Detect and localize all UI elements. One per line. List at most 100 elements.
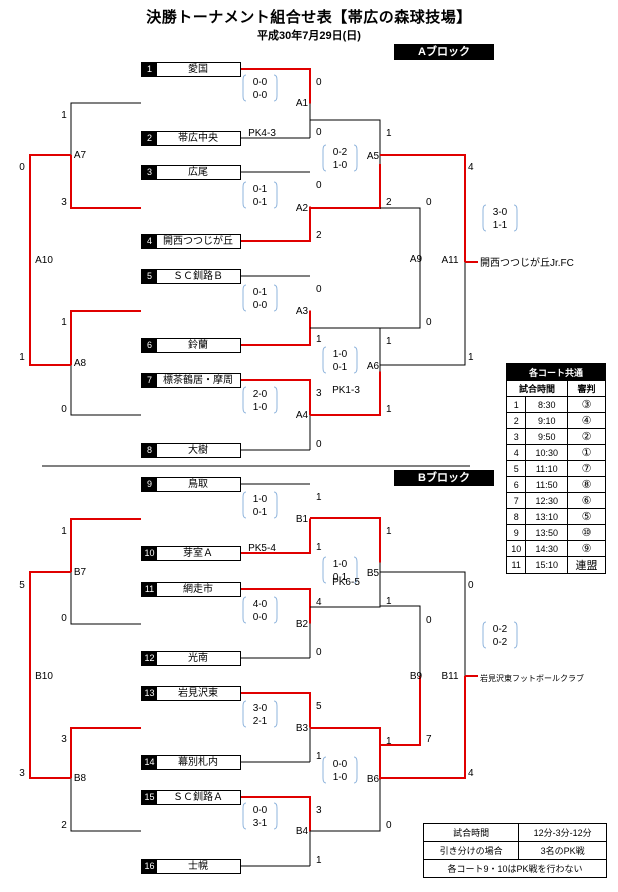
bracket-line: [310, 727, 381, 780]
row-time: 13:50: [525, 524, 569, 541]
team-name: 愛国: [188, 64, 208, 75]
bracket-line: [29, 676, 71, 779]
block-a-label: Aブロック: [394, 44, 494, 60]
bracket-line: [310, 779, 381, 832]
team-name: 網走市: [183, 584, 213, 595]
score-bottom: 1: [386, 596, 392, 607]
row-time: 8:30: [525, 396, 569, 413]
score-bottom: 1: [316, 334, 322, 345]
score-top: 5: [316, 701, 322, 712]
match-label: A10: [35, 255, 53, 266]
bracket-line: [380, 154, 466, 262]
match-label: A2: [296, 203, 309, 214]
score-top: 4: [316, 597, 322, 608]
halftime-score-bracket: [322, 756, 358, 784]
match-label: B5: [367, 568, 380, 579]
first-half-score: 0-0: [333, 759, 348, 770]
pk-score: PK1-3: [332, 385, 360, 396]
team-number: 14: [142, 756, 157, 769]
bracket-line: [310, 517, 381, 563]
score-bottom: 1: [19, 352, 25, 363]
score-bottom: 2: [61, 820, 67, 831]
first-half-score: 3-0: [493, 207, 508, 218]
team-name: 大樹: [188, 445, 208, 456]
bracket-line: [70, 102, 141, 155]
score-top: 0: [19, 162, 25, 173]
halftime-score-bracket: [322, 144, 358, 172]
row-time: 9:10: [525, 412, 569, 429]
score-bottom: 0: [316, 647, 322, 658]
page-title: 決勝トーナメント組合せ表【帯広の森球技場】: [146, 9, 472, 26]
team-number: 10: [142, 547, 157, 560]
match-label: B4: [296, 826, 309, 837]
score-bottom: 2: [316, 230, 322, 241]
row-referee: 連盟: [567, 556, 606, 574]
row-time: 11:50: [525, 476, 569, 493]
second-half-score: 0-1: [333, 362, 348, 373]
row-referee: ⑥: [567, 492, 606, 509]
score-top: 0: [468, 580, 474, 591]
second-half-score: 1-0: [253, 402, 268, 413]
match-label: A1: [296, 98, 309, 109]
match-label: B8: [74, 773, 87, 784]
champion-name: 開西つつじが丘Jr.FC: [480, 256, 574, 269]
bracket-line: [380, 676, 421, 746]
row-number: 9: [505, 524, 527, 541]
row-referee: ⑨: [567, 540, 606, 557]
score-top: 3: [316, 805, 322, 816]
first-half-score: 1-0: [333, 559, 348, 570]
score-top: 3: [61, 734, 67, 745]
halftime-score-bracket: [242, 491, 278, 519]
team-name: 幕別札内: [178, 757, 218, 768]
second-half-score: 1-1: [493, 220, 508, 231]
first-half-score: 0-2: [333, 147, 348, 158]
bracket-line: [241, 310, 311, 346]
score-bottom: 3: [19, 768, 25, 779]
team-number: 9: [142, 478, 157, 491]
header-match-time: 試合時間: [505, 380, 569, 397]
match-label: B1: [296, 514, 309, 525]
match-label: A5: [367, 151, 380, 162]
second-half-score: 0-0: [253, 300, 268, 311]
score-top: 4: [468, 162, 474, 173]
score-bottom: 0: [61, 613, 67, 624]
score-bottom: 0: [61, 404, 67, 415]
second-half-score: 0-1: [253, 197, 268, 208]
team-number: 6: [142, 339, 157, 352]
score-top: 1: [61, 110, 67, 121]
score-bottom: 0: [386, 820, 392, 831]
page-subtitle: 平成30年7月29日(日): [257, 30, 361, 42]
second-half-score: 2-1: [253, 716, 268, 727]
team-name: 鈴蘭: [188, 340, 208, 351]
team-name: 士幌: [188, 861, 208, 872]
score-top: 3: [316, 388, 322, 399]
halftime-score-bracket: [482, 204, 518, 232]
match-label: B7: [74, 567, 87, 578]
team-number: 1: [142, 63, 157, 76]
first-half-score: 0-1: [253, 184, 268, 195]
match-label: B2: [296, 619, 309, 630]
score-top: 0: [316, 180, 322, 191]
score-bottom: 0: [316, 127, 322, 138]
bracket-line: [380, 676, 466, 779]
first-half-score: 0-2: [493, 624, 508, 635]
team-name: 標茶鶴居・摩周: [163, 375, 233, 386]
row-time: 13:10: [525, 508, 569, 525]
first-half-score: 1-0: [253, 494, 268, 505]
row-referee: ③: [567, 396, 606, 413]
row-referee: ②: [567, 428, 606, 445]
score-top: 1: [61, 317, 67, 328]
